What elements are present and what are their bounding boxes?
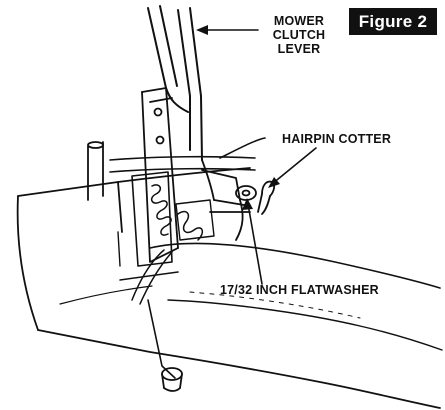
label-mower-clutch-lever: MOWER CLUTCH LEVER <box>258 14 340 56</box>
mounting-bracket <box>131 87 215 267</box>
arrowhead-flatwasher <box>242 198 253 210</box>
figure-label-badge: Figure 2 <box>349 8 437 35</box>
deck-dashed-line <box>189 291 361 319</box>
label-hairpin-cotter: HAIRPIN COTTER <box>282 132 392 146</box>
leader-arrows <box>201 29 317 285</box>
label-line-mower: MOWER <box>273 14 325 28</box>
arrowhead-hairpin-cotter <box>268 177 280 188</box>
control-cable <box>119 249 179 305</box>
label-flatwasher: 17/32 INCH FLATWASHER <box>220 283 379 297</box>
label-line-clutch: CLUTCH <box>272 28 326 42</box>
support-bar <box>109 137 266 173</box>
flatwasher <box>235 185 257 201</box>
mower-deck-housing <box>16 167 443 409</box>
linkage-arm <box>201 159 251 241</box>
mower-clutch-lever <box>147 5 203 161</box>
leader-to-hairpin-cotter <box>271 147 317 185</box>
leader-to-flatwasher <box>247 203 263 285</box>
pivot-post <box>87 141 104 201</box>
lower-bolt <box>161 367 183 392</box>
clutch-spring <box>150 184 204 241</box>
arrowhead-clutch-lever <box>196 25 208 35</box>
arrowheads <box>196 25 280 210</box>
label-line-lever: LEVER <box>277 42 321 56</box>
